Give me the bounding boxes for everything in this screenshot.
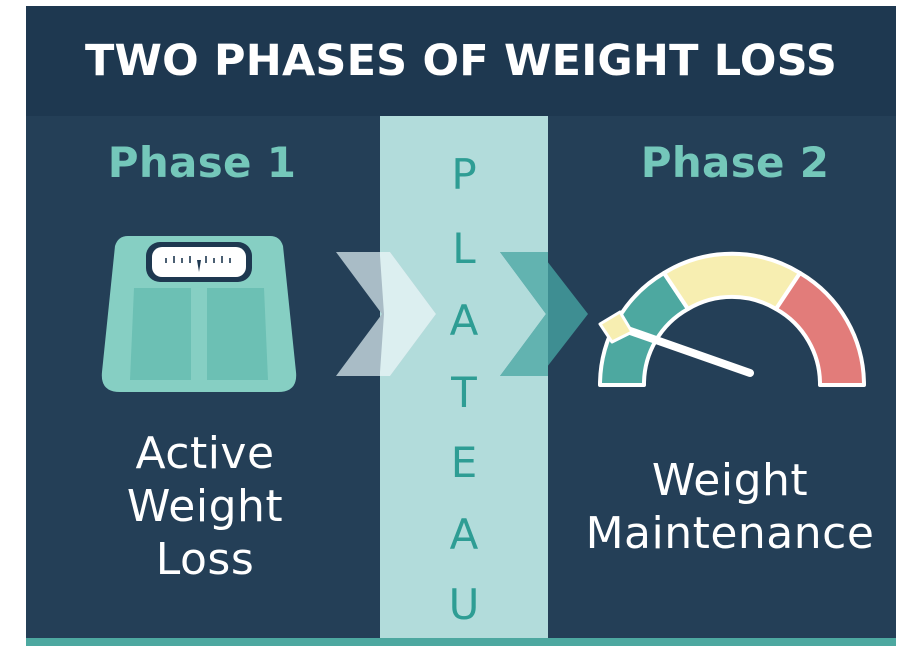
phase-1-description-line: Weight [126, 480, 284, 532]
plateau-letter: L [452, 224, 476, 273]
plateau-letter: A [449, 510, 479, 559]
phase-1-description: Active Weight Loss [90, 428, 320, 586]
phase-2-description-line: Maintenance [585, 507, 875, 559]
phase-2-description: Weight Maintenance [560, 455, 900, 561]
page-title: TWO PHASES OF WEIGHT LOSS [84, 36, 838, 86]
plateau-letter: A [449, 296, 479, 345]
plateau-band [380, 116, 548, 640]
phase-1-heading: Phase 1 [107, 138, 297, 187]
plateau-letter: T [451, 368, 477, 417]
gauge-red-segment [774, 271, 866, 387]
plateau-letter: E [450, 438, 478, 487]
plateau-letter: U [448, 580, 480, 629]
gauge-icon [598, 251, 866, 387]
chevron-arrow-1-overlap [380, 252, 436, 376]
phase-1-description-line: Loss [155, 533, 255, 585]
bottom-accent-line [26, 638, 896, 646]
phase-1-description-line: Active [135, 428, 275, 479]
phase-2-heading: Phase 2 [640, 138, 830, 187]
chevron-arrow-2-overlap [500, 252, 548, 376]
gauge-needle [612, 322, 754, 377]
plateau-letter: P [451, 150, 477, 199]
header-band [26, 6, 896, 116]
bathroom-scale-icon [101, 236, 297, 392]
phase-2-description-line: Weight [651, 455, 809, 506]
